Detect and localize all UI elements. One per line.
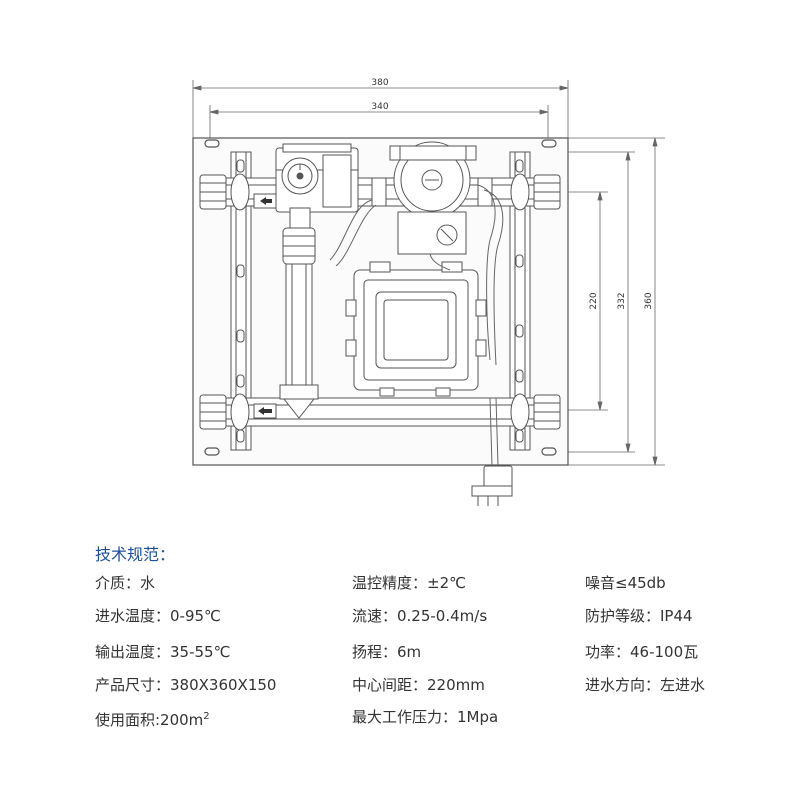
dim-360-label: 360 [644, 292, 654, 309]
spec-area: 使用面积:200m2 [95, 707, 210, 730]
spec-size: 产品尺寸：380X360X150 [95, 676, 277, 694]
spec-area-text: 使用面积:200m [95, 711, 204, 729]
spec-medium: 介质：水 [95, 574, 156, 592]
vertical-pipe [279, 227, 319, 419]
flow-arrow-icon [253, 193, 277, 209]
spec-inlet-direction: 进水方向：左进水 [585, 676, 706, 694]
spec-flow: 流速：0.25-0.4m/s [352, 607, 488, 625]
spec-center-distance: 中心间距：220mm [352, 676, 485, 694]
union-fitting-right-bottom [510, 393, 561, 431]
spec-area-exponent: 2 [203, 711, 210, 722]
dim-332-label: 332 [617, 292, 627, 309]
spec-power: 功率：46-100瓦 [585, 643, 699, 661]
union-fitting-left-bottom [199, 393, 250, 431]
spec-temp-precision: 温控精度：±2℃ [352, 574, 466, 592]
technical-drawing: 380 340 360 332 220 [192, 78, 665, 506]
dim-220-label: 220 [589, 292, 599, 309]
spec-head: 扬程：6m [352, 643, 422, 661]
specs-title: 技术规范： [95, 545, 176, 564]
union-fitting-right-top [510, 173, 561, 211]
spec-max-pressure: 最大工作压力：1Mpa [352, 708, 499, 726]
dimension-lines [192, 80, 665, 466]
circulation-pump [371, 141, 493, 255]
spec-noise: 噪音≤45db [585, 574, 666, 592]
spec-outlet-temp: 输出温度：35-55℃ [95, 643, 231, 661]
right-rail [509, 151, 531, 451]
mixing-valve [275, 143, 359, 229]
bottom-pipe [224, 397, 536, 427]
flow-arrow-icon [253, 403, 277, 419]
spec-protection: 防护等级：IP44 [585, 607, 693, 625]
cables [329, 184, 504, 467]
dim-340-label: 340 [371, 102, 388, 112]
union-fitting-left-top [199, 173, 250, 211]
spec-inlet-temp: 进水温度：0-95℃ [95, 607, 221, 625]
power-plug-icon [471, 465, 513, 506]
dim-380-label: 380 [371, 78, 388, 88]
control-box [345, 261, 487, 397]
